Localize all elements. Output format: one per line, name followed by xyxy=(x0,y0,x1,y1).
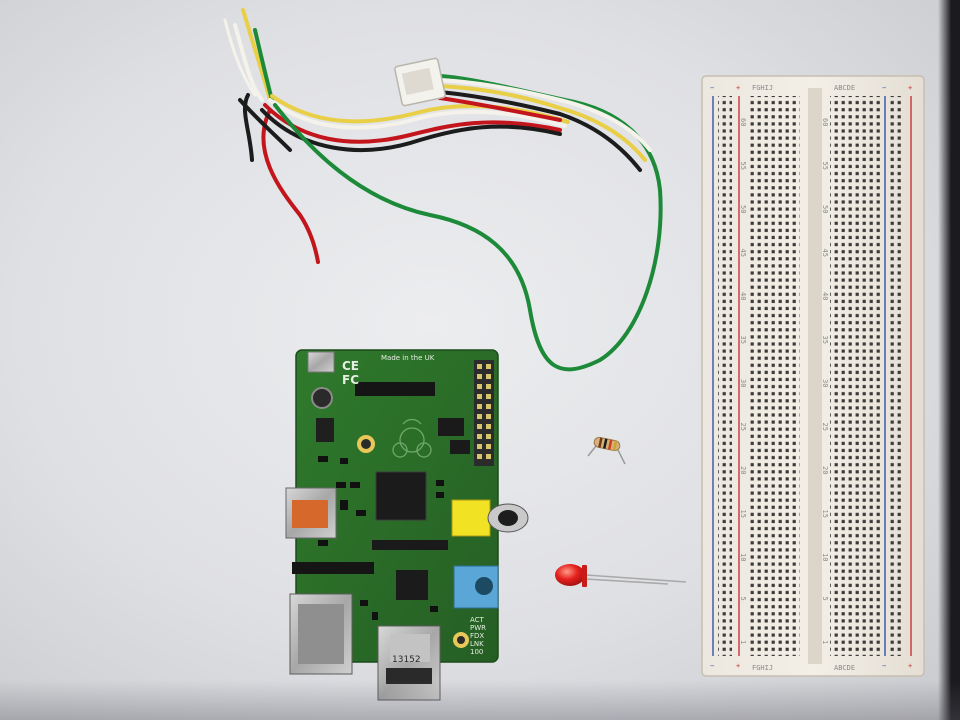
row-number-label: 50 xyxy=(821,205,829,213)
rail-plus-symbol: + xyxy=(908,662,912,670)
led-label: FDX xyxy=(470,632,484,640)
row-number-label: 30 xyxy=(739,379,747,387)
rail-minus-symbol: − xyxy=(882,84,886,92)
row-number-label: 30 xyxy=(821,379,829,387)
led-label: 100 xyxy=(470,648,483,656)
rail-minus-symbol: − xyxy=(882,662,886,670)
power-rail-right-holes xyxy=(890,96,904,656)
red-led xyxy=(555,564,687,587)
ethernet-port xyxy=(289,593,353,675)
row-number-label: 5 xyxy=(739,597,747,601)
hdmi-port xyxy=(285,487,337,539)
breadboard: FGHIJ ABCDE FGHIJ ABCDE − + − + − + − + … xyxy=(701,75,925,677)
rail-plus-symbol: + xyxy=(736,662,740,670)
row-number-label: 60 xyxy=(821,118,829,126)
fc-mark: FC xyxy=(342,373,359,387)
usb-port xyxy=(377,625,441,701)
wire-bundle xyxy=(223,8,663,372)
row-number-label: 25 xyxy=(821,423,829,431)
ce-mark: CE xyxy=(342,359,359,373)
row-number-label: 1 xyxy=(739,640,747,644)
rail-plus-symbol: + xyxy=(908,84,912,92)
gpio-header xyxy=(474,360,494,466)
dark-background-edge xyxy=(938,0,960,720)
column-letters-top-left: FGHIJ xyxy=(752,84,773,92)
power-rail-left-holes xyxy=(718,96,732,656)
row-number-label: 40 xyxy=(739,292,747,300)
resistor xyxy=(587,436,626,465)
terminal-strip-right-holes xyxy=(830,96,882,656)
row-number-label: 45 xyxy=(821,249,829,257)
rail-minus-symbol: − xyxy=(710,84,714,92)
row-number-label: 15 xyxy=(821,510,829,518)
rail-minus-symbol: − xyxy=(710,662,714,670)
raspberry-pi-board: Made in the UK CE FC 13152 ACT PWR FDX L… xyxy=(285,349,529,701)
column-letters-bottom-right: ABCDE xyxy=(834,664,855,672)
audio-jack xyxy=(453,565,499,609)
usb-code-label: 13152 xyxy=(392,655,421,665)
row-number-label: 25 xyxy=(739,423,747,431)
row-number-label: 10 xyxy=(739,553,747,561)
row-number-label: 10 xyxy=(821,553,829,561)
jst-connector xyxy=(394,57,446,107)
rail-plus-symbol: + xyxy=(736,84,740,92)
led-label: ACT xyxy=(470,616,485,624)
row-number-label: 55 xyxy=(739,162,747,170)
led-label: LNK xyxy=(470,640,484,648)
row-number-label: 1 xyxy=(821,640,829,644)
row-number-label: 35 xyxy=(739,336,747,344)
rca-video-jack xyxy=(451,499,529,537)
status-led-labels: ACT PWR FDX LNK 100 xyxy=(470,616,486,656)
led-label: PWR xyxy=(470,624,486,632)
row-number-label: 45 xyxy=(739,249,747,257)
column-letters-top-right: ABCDE xyxy=(834,84,855,92)
bottom-shadow xyxy=(0,680,960,720)
terminal-strip-left-holes xyxy=(748,96,800,656)
row-number-label: 5 xyxy=(821,597,829,601)
row-number-label: 60 xyxy=(739,118,747,126)
row-number-label: 35 xyxy=(821,336,829,344)
row-number-label: 15 xyxy=(739,510,747,518)
row-number-label: 50 xyxy=(739,205,747,213)
column-letters-bottom-left: FGHIJ xyxy=(752,664,773,672)
row-number-label: 55 xyxy=(821,162,829,170)
row-number-label: 20 xyxy=(821,466,829,474)
made-in-label: Made in the UK xyxy=(381,354,435,362)
row-number-label: 20 xyxy=(739,466,747,474)
row-number-label: 40 xyxy=(821,292,829,300)
